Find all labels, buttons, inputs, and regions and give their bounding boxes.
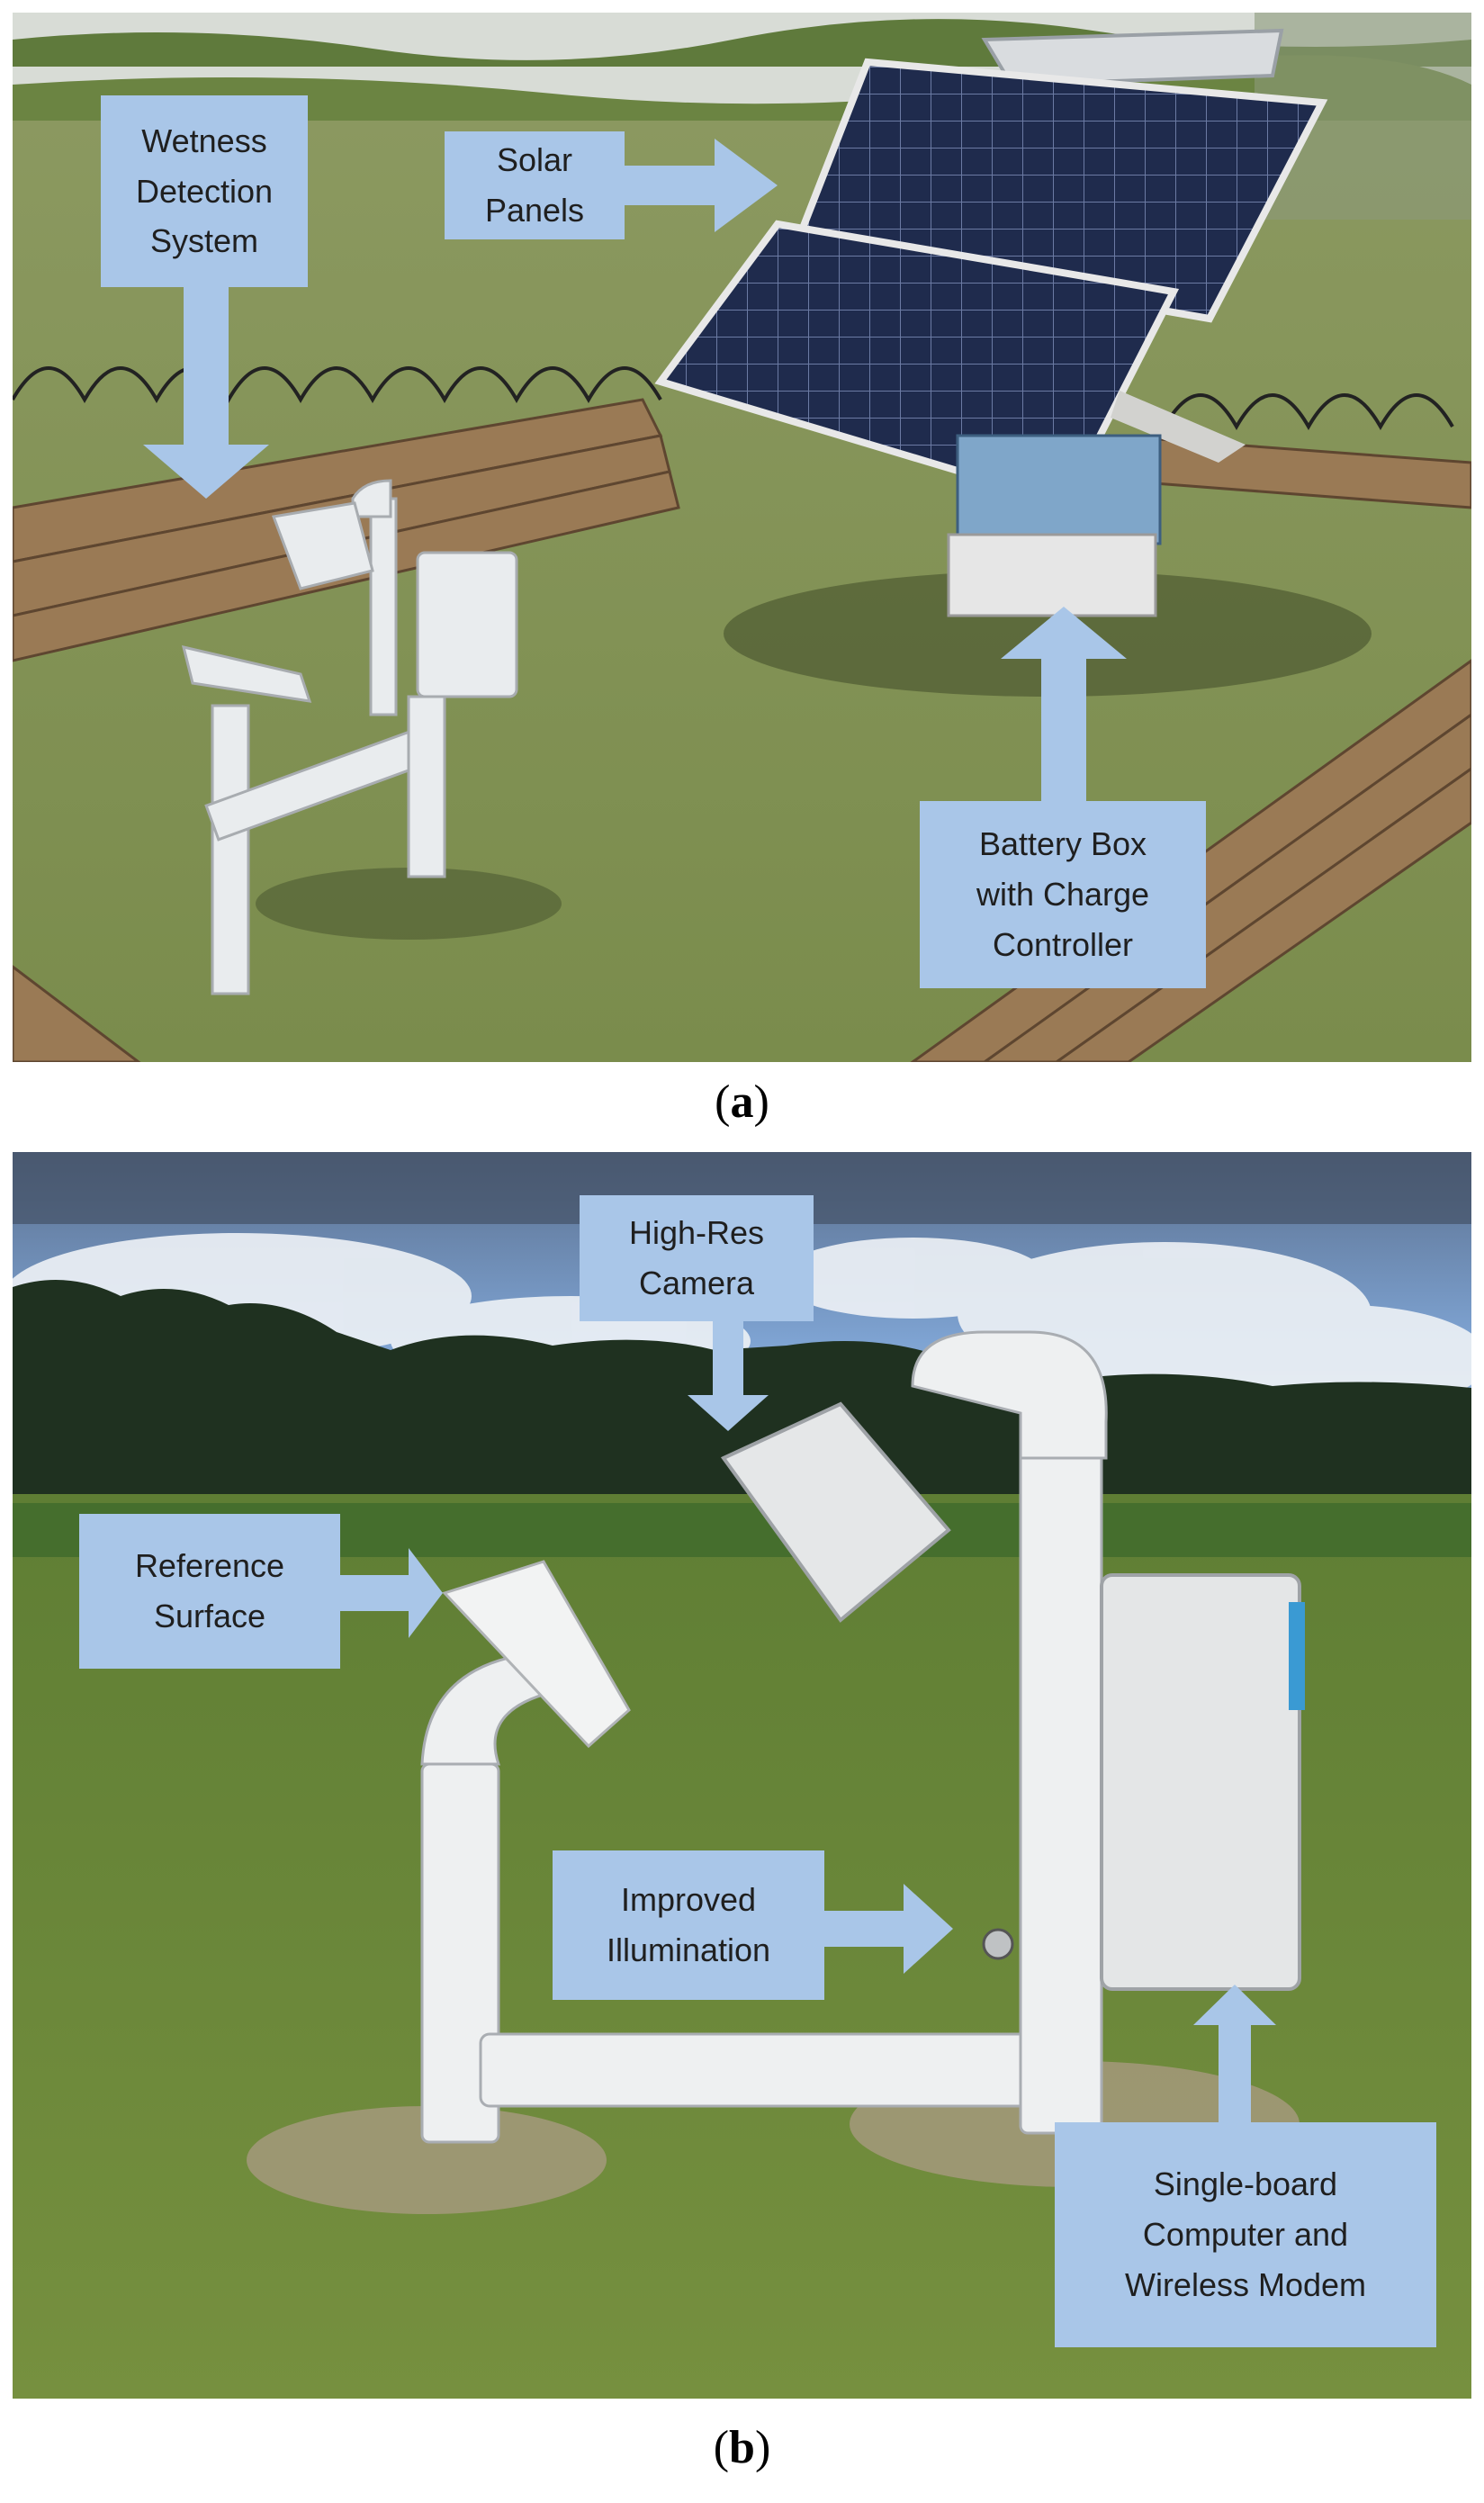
photo-panel-b: High-Res Camera Reference Surface Improv… <box>13 1152 1471 2399</box>
pvc-sensor-frame <box>420 1330 1108 2144</box>
arrow-down-camera-icon <box>688 1321 769 1431</box>
callout-single-board-computer: Single-board Computer and Wireless Modem <box>1055 2122 1436 2347</box>
arrow-right-illumination-icon <box>824 1884 953 1974</box>
arrow-down-wetness-icon <box>143 287 269 499</box>
arrow-right-reference-icon <box>340 1548 443 1638</box>
arrow-up-computer-icon <box>1193 1985 1276 2122</box>
callout-wetness-detection-system: Wetness Detection System <box>101 95 308 287</box>
callout-battery-box: Battery Box with Charge Controller <box>920 801 1206 988</box>
camera-housing <box>720 1401 951 1623</box>
callout-improved-illumination: Improved Illumination <box>553 1850 824 2000</box>
battery-box <box>947 434 1162 617</box>
figure-label-b: (b) <box>713 2422 771 2473</box>
callout-high-res-camera: High-Res Camera <box>580 1195 814 1321</box>
reference-surface-plate <box>442 1560 631 1749</box>
wetness-detection-system <box>181 479 518 995</box>
callout-solar-panels: Solar Panels <box>445 131 625 239</box>
electronics-enclosure <box>1100 1573 1301 1991</box>
photo-panel-a: Wetness Detection System Solar Panels Ba… <box>13 13 1471 1062</box>
solar-panel-array <box>654 28 1328 508</box>
arrow-up-battery-icon <box>1001 607 1127 801</box>
callout-reference-surface: Reference Surface <box>79 1514 340 1669</box>
figure-label-a: (a) <box>715 1076 769 1128</box>
arrow-right-solar-icon <box>625 139 778 232</box>
